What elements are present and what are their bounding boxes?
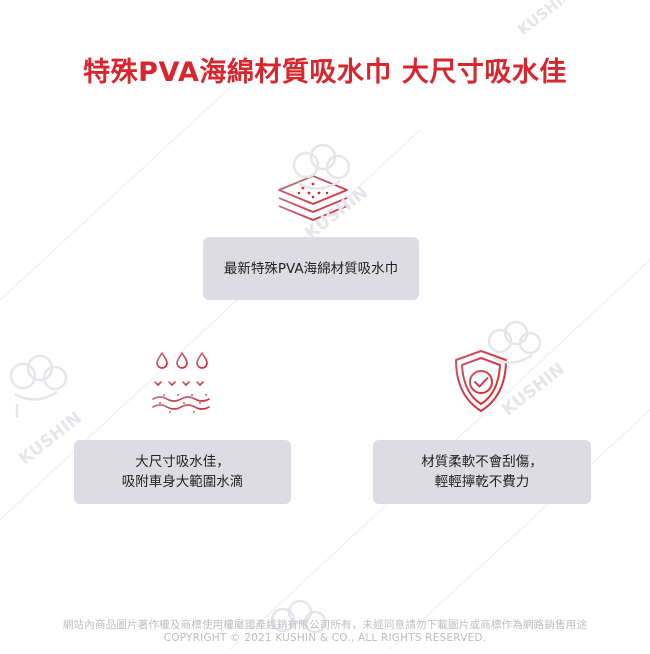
water-absorb-icon	[152, 352, 212, 413]
copyright-line: COPYRIGHT © 2021 KUSHIN & CO., ALL RIGHT…	[163, 632, 487, 644]
feature-text: 材質柔軟不會刮傷，	[421, 454, 543, 470]
page-title: 特殊PVA海綿材質吸水巾 大尺寸吸水佳	[83, 57, 567, 88]
copyright-notice: 網站內商品圖片著作權及商標使用權屬國產經銷有限公司所有，未經同意請勿下載圖片或商…	[62, 619, 588, 631]
watermark-text: KUSHIN	[514, 0, 565, 36]
feature-text: 大尺寸吸水佳，	[135, 454, 230, 470]
sponge-layers-icon	[278, 175, 348, 221]
watermark-top-right: KUSHIN	[505, 0, 576, 39]
feature-text: 吸附車身大範圍水滴	[121, 474, 244, 490]
feature-text: 最新特殊PVA海綿材質吸水巾	[223, 260, 399, 277]
cotton-logo-icon	[9, 354, 68, 418]
feature-box-sponge: 最新特殊PVA海綿材質吸水巾	[203, 237, 419, 300]
feature-text: 輕輕擰乾不費力	[434, 474, 530, 490]
feature-box-soft: 材質柔軟不會刮傷， 輕輕擰乾不費力	[373, 440, 591, 504]
shield-check-icon	[455, 350, 507, 412]
feature-box-size: 大尺寸吸水佳， 吸附車身大範圍水滴	[74, 440, 291, 504]
